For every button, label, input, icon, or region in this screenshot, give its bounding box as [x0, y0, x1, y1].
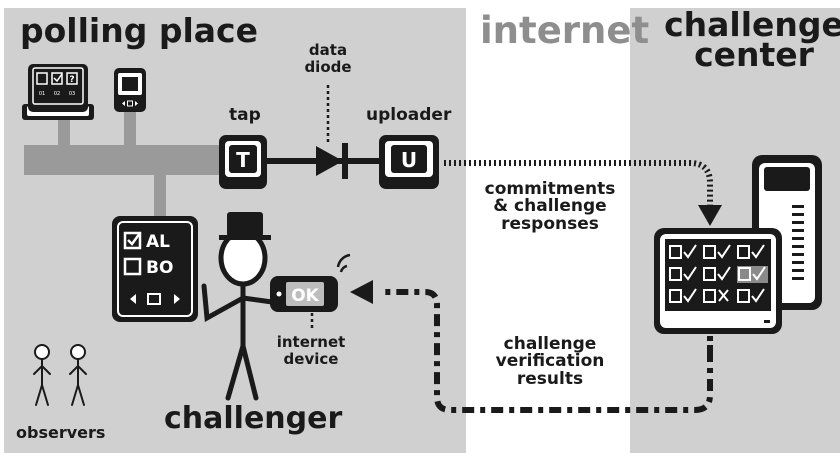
- ballot-card: AL BO: [112, 216, 198, 322]
- voting-machine-icon: ? 01 02 03: [22, 64, 94, 120]
- internet-device-line1: internet: [276, 333, 346, 351]
- tap-letter: T: [236, 148, 250, 172]
- uploader-letter: U: [401, 148, 417, 172]
- data-diode-line2: diode: [304, 58, 352, 77]
- data-diode-icon: [267, 143, 379, 179]
- observers-figures: [33, 344, 87, 406]
- verification-line3: results: [516, 368, 584, 389]
- observers-label: observers: [16, 423, 106, 442]
- upload-path: [444, 160, 713, 208]
- verification-line2: verification: [495, 351, 605, 372]
- verification-tablet: [654, 228, 782, 334]
- internet-device-label: internet device: [266, 333, 356, 369]
- ballot-choice-1: AL: [146, 232, 170, 252]
- data-diode-label: data diode: [288, 41, 368, 77]
- signal-icon: [336, 253, 351, 273]
- internet-label: internet: [480, 9, 650, 52]
- challenge-center-word: center: [694, 34, 814, 74]
- verification-label: challenge verification results: [470, 334, 630, 389]
- screen-item-label: 01: [39, 91, 45, 97]
- upload-arrowhead: [698, 205, 722, 226]
- internet-device-line2: device: [283, 350, 339, 369]
- challenge-center-word: challenge: [664, 5, 840, 44]
- commitments-line2: & challenge: [493, 196, 607, 217]
- return-arrowhead: [350, 280, 373, 304]
- screen-item-label: 02: [54, 91, 60, 97]
- commitments-label: commitments & challenge responses: [470, 179, 630, 234]
- challenger-label: challenger: [164, 401, 343, 436]
- internet-device: OK: [270, 253, 351, 312]
- ok-text: OK: [291, 286, 319, 306]
- tap-device: T: [219, 135, 267, 189]
- verification-line1: challenge: [503, 334, 597, 354]
- screen-item-3-glyph: ?: [69, 75, 74, 85]
- empty-box-icon: [123, 257, 142, 276]
- return-path: [380, 289, 713, 413]
- handheld-device-icon: [114, 68, 146, 112]
- polling-place-label: polling place: [20, 11, 258, 50]
- checked-box-icon: [123, 231, 142, 250]
- data-diode-line1: data: [308, 41, 348, 59]
- commitments-line3: responses: [501, 213, 599, 234]
- ballot-choice-2: BO: [146, 258, 173, 278]
- tap-label: tap: [229, 105, 261, 125]
- commitments-line1: commitments: [484, 179, 616, 199]
- challenger-figure: [201, 229, 275, 401]
- bowler-hat-icon: [219, 212, 271, 240]
- screen-item-label: 03: [69, 91, 75, 97]
- network-bus: [24, 108, 232, 218]
- uploader-label: uploader: [366, 105, 452, 125]
- uploader-device: U: [379, 135, 439, 189]
